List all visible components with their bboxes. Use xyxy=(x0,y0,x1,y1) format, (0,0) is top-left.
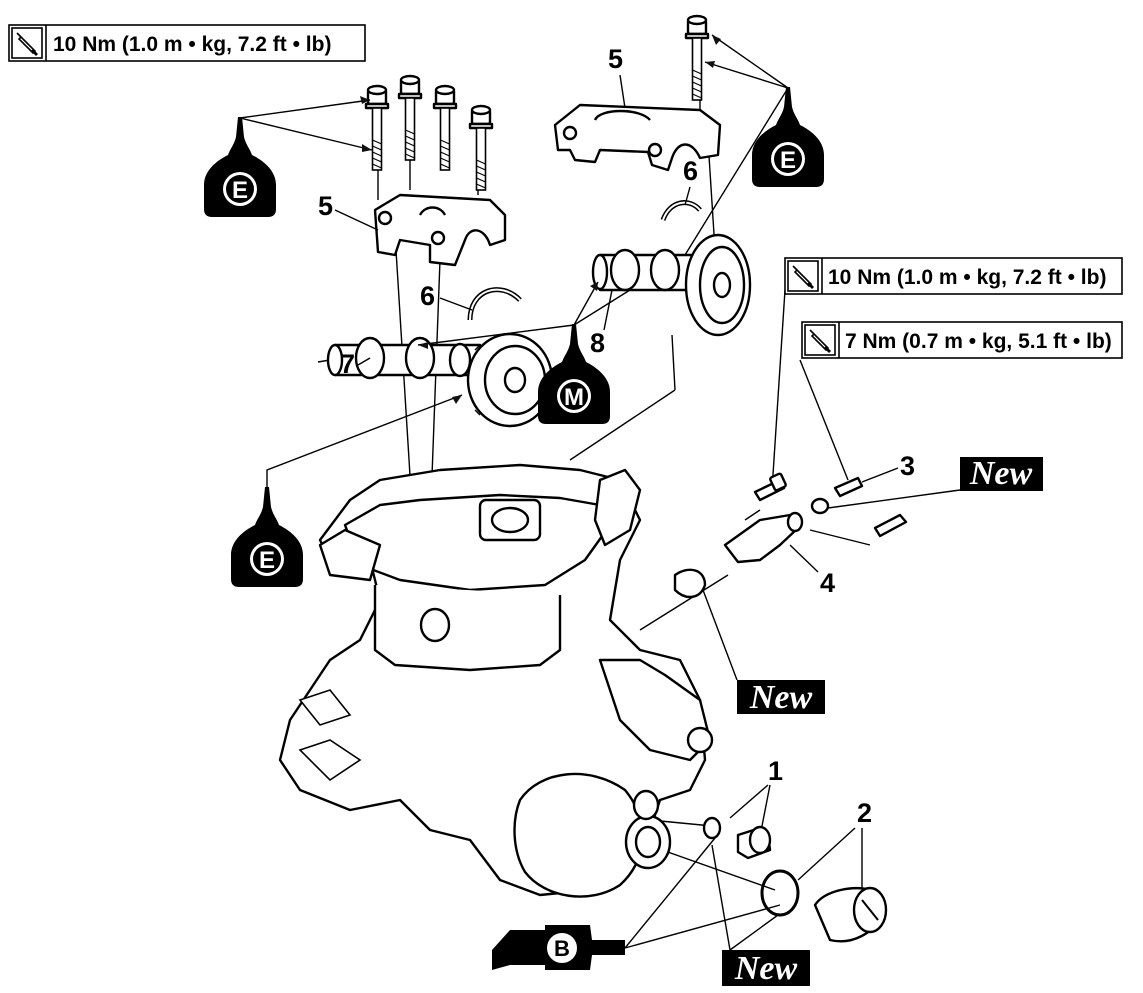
cam-chain-tensioner xyxy=(673,511,804,599)
grease-gun-symbol: B xyxy=(492,837,781,970)
camshaft-exhaust xyxy=(326,332,554,428)
svg-text:B: B xyxy=(554,936,570,961)
part-number-3: 3 xyxy=(900,451,915,481)
svg-text:New: New xyxy=(734,950,798,987)
torque-wrench-icon xyxy=(804,324,836,356)
svg-text:E: E xyxy=(232,177,248,204)
svg-text:New: New xyxy=(969,455,1033,492)
torque-spec-right-upper: 10 Nm (1.0 m • kg, 7.2 ft • lb) xyxy=(784,257,1123,295)
moly-oil-symbol: M xyxy=(538,324,610,424)
part-number-4: 4 xyxy=(820,568,835,598)
svg-text:E: E xyxy=(780,147,796,174)
torque-spec-right-lower: 7 Nm (0.7 m • kg, 5.1 ft • lb) xyxy=(801,321,1123,359)
part-number-5-right: 5 xyxy=(608,44,623,74)
svg-text:M: M xyxy=(564,384,584,411)
part-number-6-left: 6 xyxy=(420,281,435,311)
engine-oil-symbol-top-right: E xyxy=(752,87,824,187)
torque-spec-text: 10 Nm (1.0 m • kg, 7.2 ft • lb) xyxy=(828,266,1106,289)
new-label-upper-right: New xyxy=(827,455,1043,509)
part-number-1: 1 xyxy=(768,756,783,786)
camshaft-cap-left xyxy=(373,193,507,267)
new-label-middle: New xyxy=(702,589,825,716)
part-number-2: 2 xyxy=(857,798,872,828)
new-label-bottom: New xyxy=(711,844,810,987)
camshaft-intake xyxy=(591,233,752,337)
crankshaft-end-plug xyxy=(702,816,772,860)
lubricant-pointer-lines xyxy=(239,34,789,488)
part-number-6-right: 6 xyxy=(683,156,698,186)
engine-oil-symbol-top-left: E xyxy=(204,117,276,217)
part-number-7: 7 xyxy=(340,349,355,379)
engine-block xyxy=(278,463,714,898)
torque-spec-text: 10 Nm (1.0 m • kg, 7.2 ft • lb) xyxy=(53,33,331,56)
torque-spec-top-left: 10 Nm (1.0 m • kg, 7.2 ft • lb) xyxy=(8,24,366,62)
torque-spec-text: 7 Nm (0.7 m • kg, 5.1 ft • lb) xyxy=(845,330,1112,353)
part-number-labels: 5 5 6 6 7 8 3 4 1 2 xyxy=(318,44,915,888)
camshaft-cap-right xyxy=(553,103,722,172)
camshaft-cap-bolt-right xyxy=(684,14,710,102)
leader-lines xyxy=(317,75,871,891)
torque-wrench-icon xyxy=(787,260,819,292)
camshaft-cap-bolts-left xyxy=(364,74,494,192)
svg-text:E: E xyxy=(259,547,275,574)
clip-right xyxy=(660,200,702,222)
torque-wrench-icon xyxy=(11,27,43,59)
svg-text:New: New xyxy=(749,679,813,716)
engine-oil-symbol-left: E xyxy=(231,487,303,587)
timing-mark-plug xyxy=(760,869,888,943)
clip-left xyxy=(467,287,522,321)
part-number-5-left: 5 xyxy=(318,191,333,221)
tensioner-bolts xyxy=(753,472,908,538)
part-number-8: 8 xyxy=(590,328,605,358)
